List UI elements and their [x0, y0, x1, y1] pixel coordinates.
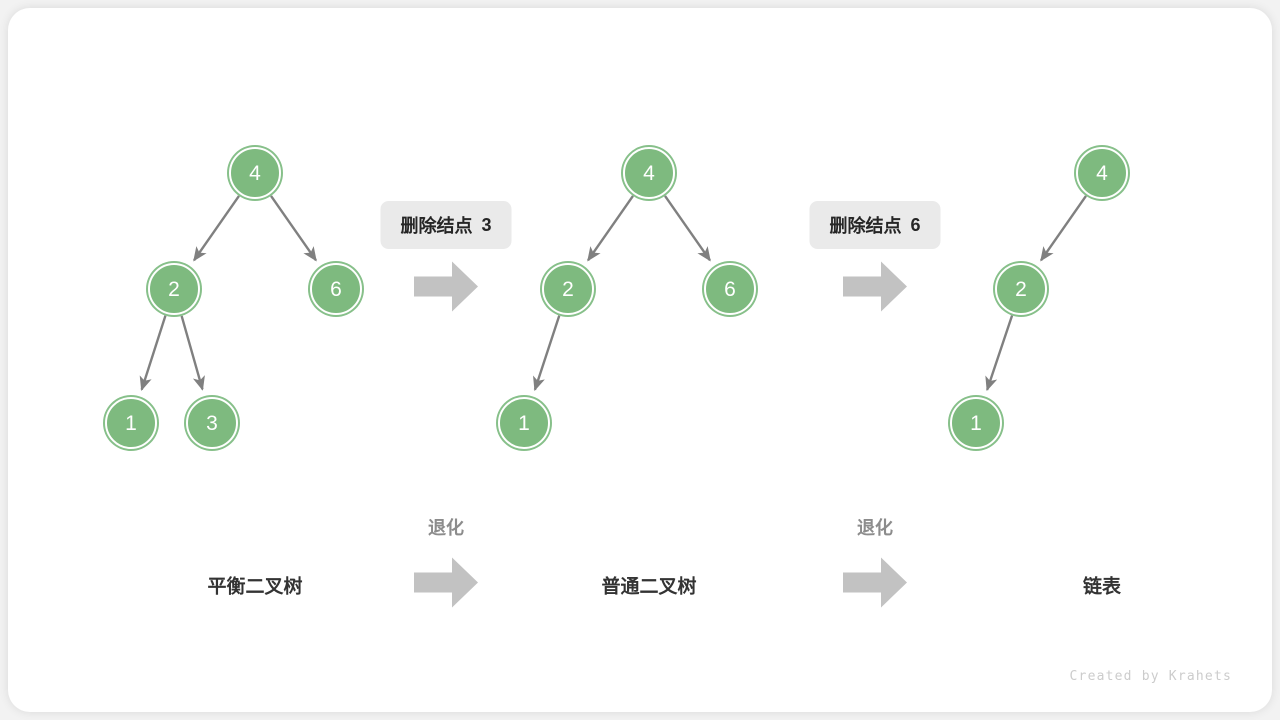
tree-node-6: 6	[704, 263, 756, 315]
degrade-label-1: 退化	[428, 518, 464, 538]
tree-edge	[180, 315, 205, 391]
caption-ordinary-binary-tree: 普通二叉树	[601, 576, 697, 598]
tree-node-label: 1	[970, 411, 982, 435]
tree-node-label: 1	[518, 411, 530, 435]
tree-node-label: 2	[562, 277, 574, 301]
operation-text: 删除结点	[400, 216, 473, 236]
tree-node-1: 1	[105, 397, 157, 449]
tree-node-3: 3	[186, 397, 238, 449]
captions-layer: 平衡二叉树 普通二叉树 链表 退化 退化	[8, 8, 1272, 712]
tree-node-6: 6	[310, 263, 362, 315]
tree-node-2: 2	[542, 263, 594, 315]
transition-arrows-layer	[8, 8, 1272, 712]
tree-node-2: 2	[148, 263, 200, 315]
tree-node-label: 3	[206, 411, 218, 435]
tree-edge	[1040, 195, 1087, 262]
tree-edge	[533, 315, 561, 392]
tree-node-label: 4	[643, 161, 655, 185]
tree-nodes-layer: 4 2 6 1 3 4 2 6 1 4 2 1	[8, 8, 1272, 712]
tree-node-label: 6	[330, 277, 342, 301]
transition-arrow-top-2	[841, 259, 909, 320]
transition-arrow-bottom-2	[841, 555, 909, 616]
tree-node-4: 4	[1076, 147, 1128, 199]
tree-node-label: 6	[724, 277, 736, 301]
caption-linked-list: 链表	[1082, 576, 1122, 598]
tree-edge	[193, 195, 240, 262]
operation-value: 3	[481, 214, 492, 235]
tree-edge	[587, 195, 634, 262]
tree-edges-layer	[139, 195, 1087, 392]
tree-edge	[664, 195, 711, 262]
tree-node-label: 4	[1096, 161, 1108, 185]
tree-edge	[139, 315, 167, 392]
tree-node-1: 1	[498, 397, 550, 449]
tree-edge	[985, 315, 1014, 392]
degrade-label-2: 退化	[857, 518, 893, 538]
operation-text: 删除结点	[829, 216, 902, 236]
caption-balanced-binary-tree: 平衡二叉树	[207, 576, 303, 598]
tree-node-label: 4	[249, 161, 261, 185]
credit-text: Created by Krahets	[1069, 669, 1232, 684]
tree-edge	[270, 195, 317, 262]
tree-node-4: 4	[623, 147, 675, 199]
operation-labels-layer: 删除结点 3 删除结点 6	[8, 8, 1272, 712]
delete-node-3: 删除结点 3	[380, 201, 512, 249]
tree-node-label: 2	[1015, 277, 1027, 301]
tree-node-4: 4	[229, 147, 281, 199]
delete-node-6: 删除结点 6	[809, 201, 941, 249]
tree-node-label: 2	[168, 277, 180, 301]
tree-node-label: 1	[125, 411, 137, 435]
figure-card: 4 2 6 1 3 4 2 6 1 4 2 1 删除结点 3 删除结点 6 平衡二叉树 普通二叉树 链表 退化 退化…	[8, 8, 1272, 712]
tree-node-1: 1	[950, 397, 1002, 449]
transition-arrow-top-1	[412, 259, 480, 320]
tree-node-2: 2	[995, 263, 1047, 315]
operation-value: 6	[910, 214, 921, 235]
transition-arrow-bottom-1	[412, 555, 480, 616]
